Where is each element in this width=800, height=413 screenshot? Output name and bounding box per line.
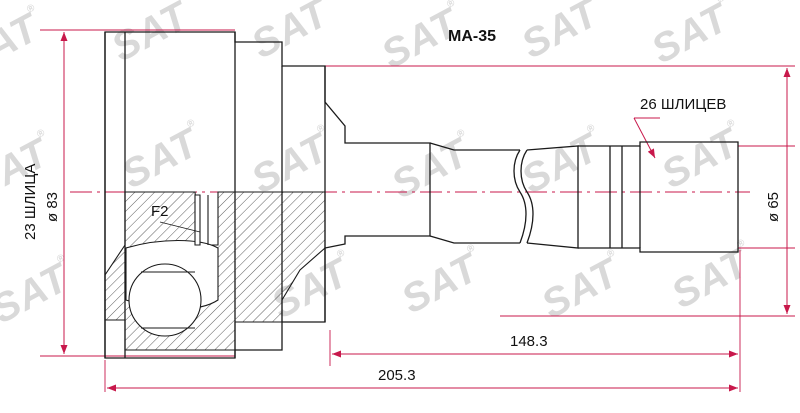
extension-lines: [40, 29, 795, 392]
shaft-diameter-label: ø 65: [765, 191, 782, 222]
chamfer-label: F2: [151, 203, 169, 220]
part-number-title: MA-35: [448, 28, 497, 45]
chamfer-leader: [159, 221, 201, 233]
length-total-label: 205.3: [378, 367, 416, 384]
length-shaft-label: 148.3: [510, 333, 548, 350]
shaft-splines-label: 26 ШЛИЦЕВ: [640, 96, 727, 113]
section-cutaway: [104, 191, 326, 351]
outer-splines-label: 23 ШЛИЦА: [22, 163, 39, 240]
dimension-lines: [60, 32, 791, 392]
outer-diameter-label: ø 83: [44, 191, 61, 222]
